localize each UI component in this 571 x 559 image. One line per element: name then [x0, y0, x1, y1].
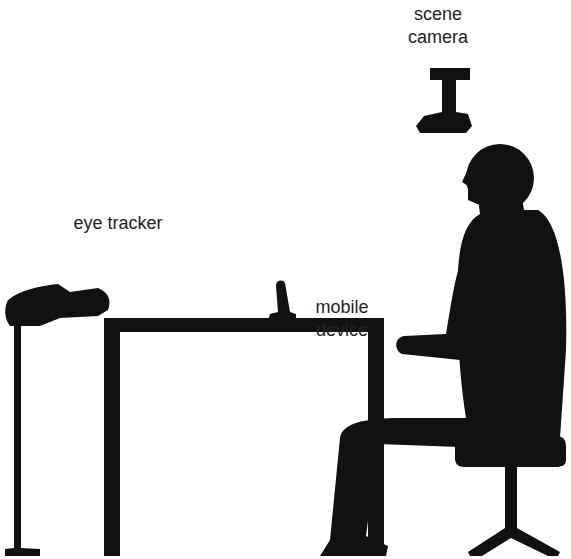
person-arm [396, 236, 485, 360]
eye-tracker-stand [5, 318, 40, 556]
person-body [320, 198, 566, 556]
mobile-device [268, 281, 296, 320]
camera-label: scene camera [408, 3, 468, 48]
device-label: mobile device [315, 296, 368, 341]
scene-camera [416, 68, 472, 133]
chair [455, 436, 566, 556]
eye-tracker [5, 284, 109, 326]
tracker-label: eye tracker [73, 212, 162, 235]
